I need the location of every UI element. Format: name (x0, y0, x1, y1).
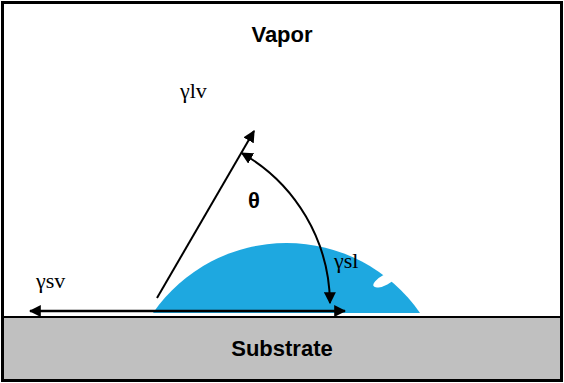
gamma-sv-arrow (30, 310, 155, 313)
substrate-band: Substrate (4, 316, 560, 379)
gamma-lv-label: γlv (180, 80, 207, 102)
angle-arc (242, 153, 330, 303)
region-label: Substrate (4, 336, 560, 362)
gamma-sl-arrow (155, 310, 345, 313)
droplet (153, 243, 420, 313)
gamma-lv-arrow (157, 131, 254, 298)
theta-label: θ (248, 190, 260, 212)
gamma-sv-label: γsv (36, 270, 65, 292)
droplet-highlight (371, 269, 399, 290)
region-label: Vapor (4, 22, 560, 48)
gamma-sl-label: γsl (334, 250, 358, 272)
